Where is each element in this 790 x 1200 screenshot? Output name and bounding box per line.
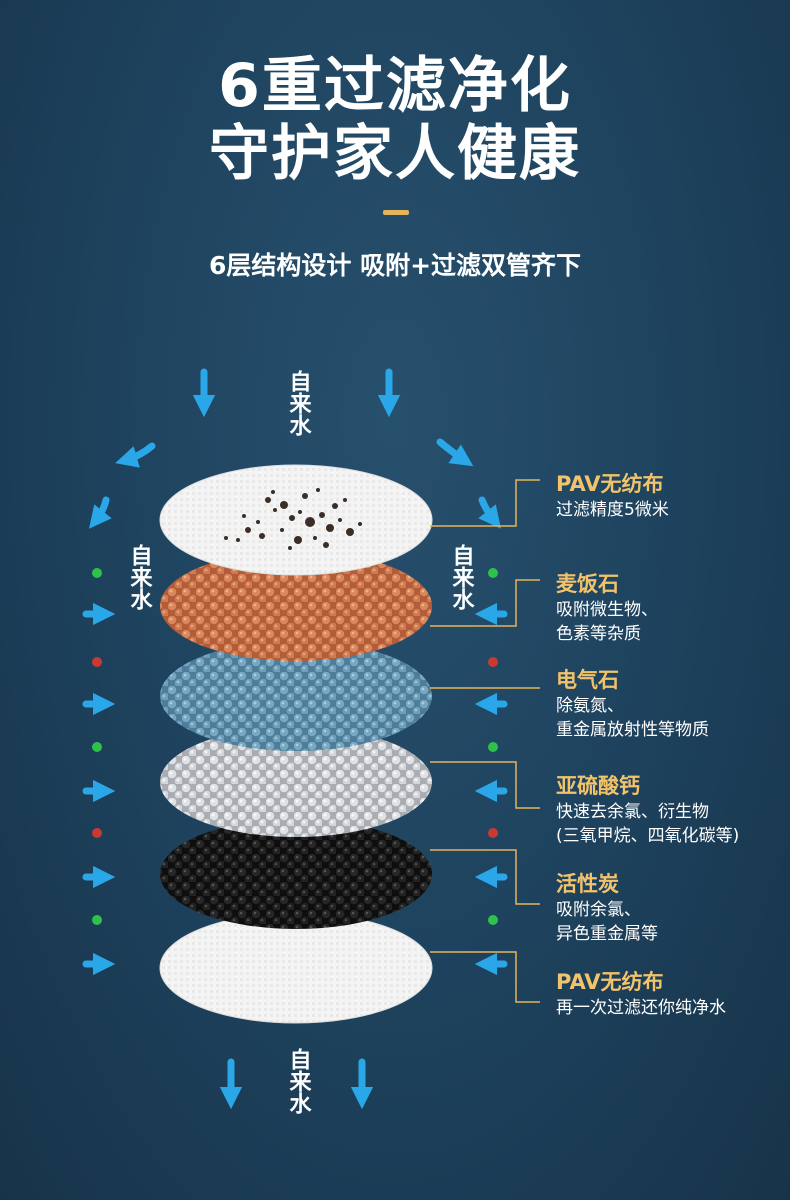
- layer-2-maifan-disc: [160, 551, 432, 661]
- layer-6-title: PAV无纺布: [556, 970, 664, 994]
- arrow-curve-right: [436, 438, 474, 467]
- label-tap-water-top: 自来水: [283, 370, 313, 444]
- label-tap-water-right: 自来水: [446, 544, 476, 618]
- label-chars: 自来水: [285, 1048, 311, 1114]
- arrow-curve-left: [115, 442, 156, 468]
- layer-3-desc-line-1: 除氨氮、: [556, 696, 624, 716]
- arrow-side-left: [89, 496, 112, 529]
- layer-5-title: 活性炭: [556, 872, 619, 896]
- title-line-2: 守护家人健康: [209, 119, 581, 189]
- flow-arrows: [82, 368, 508, 1110]
- layer-5-desc-line-2: 异色重金属等: [556, 924, 658, 944]
- layer-1-desc-line-1: 过滤精度5微米: [556, 500, 669, 520]
- label-chars: 自来水: [448, 544, 474, 610]
- layer-4-desc-line-1: 快速去余氯、衍生物: [556, 802, 709, 822]
- layer-5-carbon-disc: [160, 819, 432, 929]
- layer-6-desc-line-1: 再一次过滤还你纯净水: [556, 998, 726, 1018]
- layer-2-desc-line-1: 吸附微生物、: [556, 600, 658, 620]
- flow-dots: [92, 568, 498, 925]
- label-tap-water-bottom: 自来水: [283, 1048, 313, 1122]
- layer-4-desc-line-2: (三氧甲烷、四氧化碳等): [556, 826, 740, 846]
- title-divider: [383, 210, 409, 215]
- dirt-particles: [224, 488, 362, 550]
- layer-5-desc-line-1: 吸附余氯、: [556, 900, 641, 920]
- label-chars: 自来水: [285, 370, 311, 436]
- arrow-side-right: [478, 496, 501, 529]
- layer-4-sulfite-disc: [160, 727, 432, 837]
- layer-4-title: 亚硫酸钙: [556, 774, 640, 798]
- layer-2-desc-line-2: 色素等杂质: [556, 624, 641, 644]
- title-line-1: 6重过滤净化: [218, 51, 572, 121]
- subtitle: 6层结构设计 吸附+过滤双管齐下: [208, 251, 582, 280]
- layer-3-desc-line-2: 重金属放射性等物质: [556, 720, 709, 740]
- label-tap-water-left: 自来水: [124, 544, 154, 618]
- layer-2-title: 麦饭石: [556, 572, 619, 596]
- label-chars: 自来水: [126, 544, 152, 610]
- layer-6-cloth-disc: [159, 912, 433, 1024]
- layer-1-cloth-disc: [159, 464, 433, 576]
- layer-3-tourmaline-disc: [160, 641, 432, 751]
- layer-1-title: PAV无纺布: [556, 472, 664, 496]
- layer-3-title: 电气石: [556, 668, 619, 692]
- leader-lines: [430, 479, 540, 1003]
